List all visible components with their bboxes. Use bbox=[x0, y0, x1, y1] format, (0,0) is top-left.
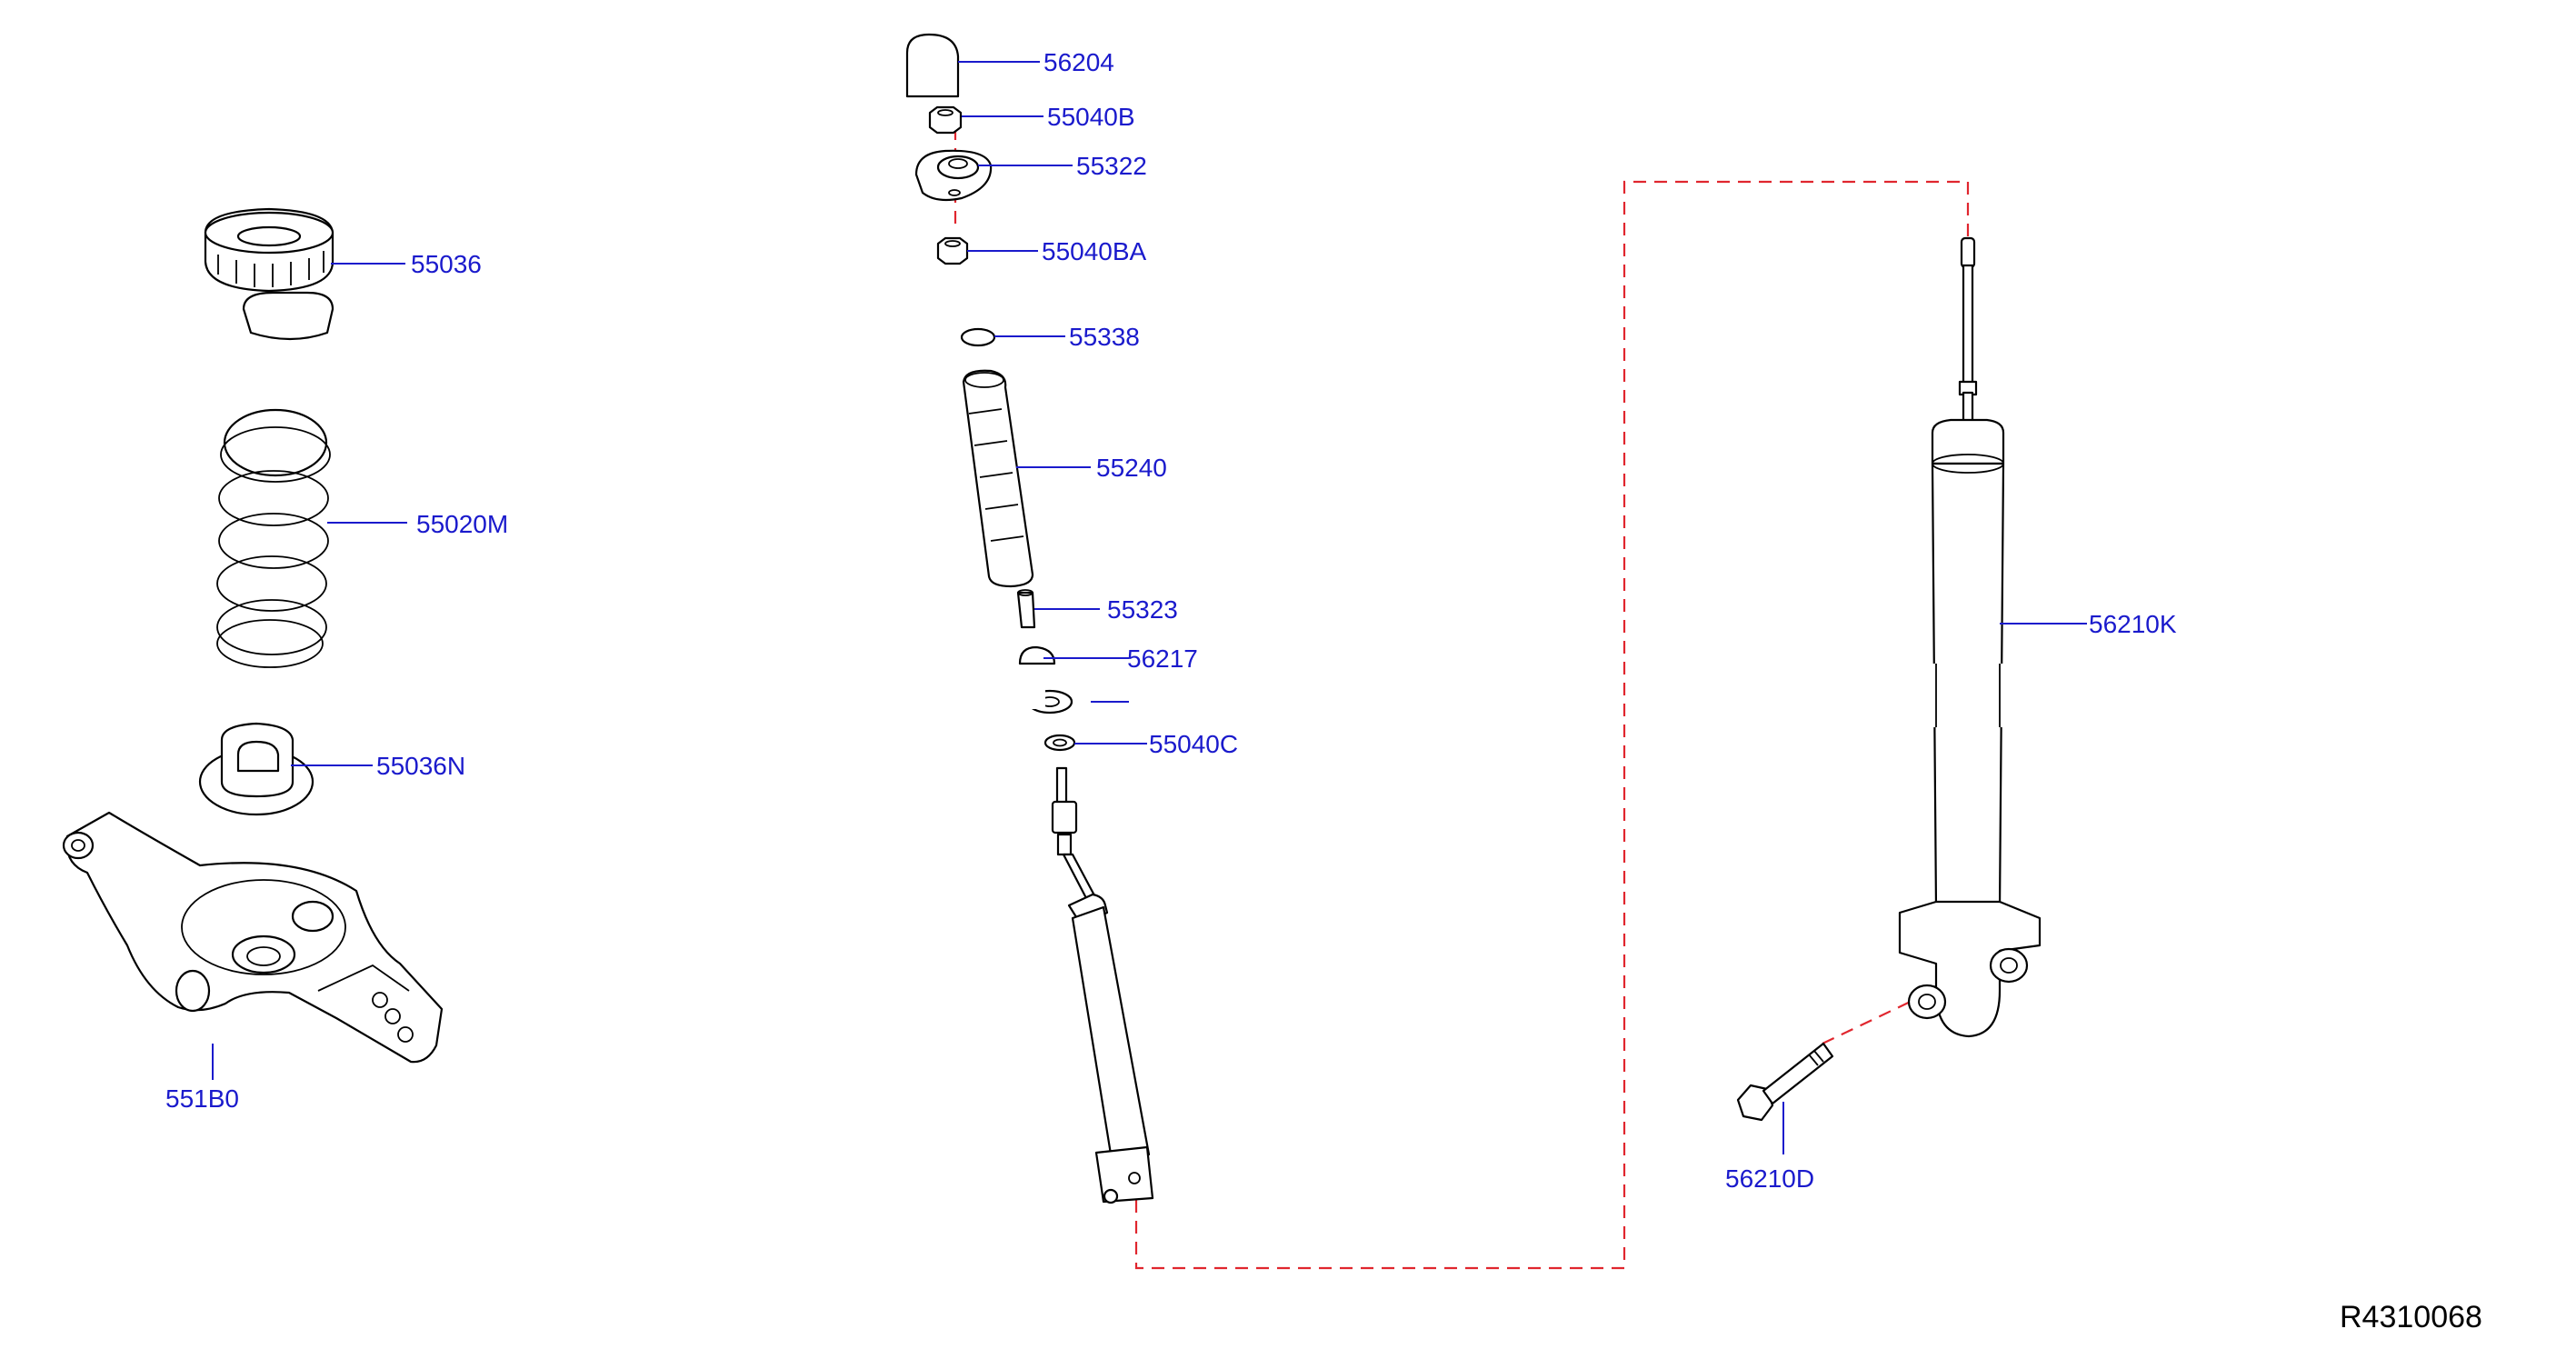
diagram-code: R4310068 bbox=[2340, 1300, 2482, 1334]
washer-55040C[interactable] bbox=[1043, 734, 1076, 752]
label-56204: 56204 bbox=[1043, 48, 1114, 76]
label-56217: 56217 bbox=[1127, 645, 1198, 673]
shock-absorber-assembly[interactable] bbox=[1051, 766, 1154, 1204]
cap-56204[interactable] bbox=[905, 33, 960, 98]
label-56210D: 56210D bbox=[1725, 1164, 1814, 1193]
label-55020M: 55020M bbox=[416, 510, 508, 538]
bump-56217[interactable] bbox=[1018, 645, 1056, 665]
seat-55036N[interactable] bbox=[198, 722, 315, 816]
washer-obscured[interactable] bbox=[1018, 687, 1073, 714]
shock-absorber-56210K[interactable] bbox=[1898, 236, 2042, 1038]
label-55040BA: 55040BA bbox=[1042, 237, 1147, 265]
label-55040C: 55040C bbox=[1149, 730, 1238, 758]
mount-55322[interactable] bbox=[914, 149, 993, 202]
part-labels: 56204 55040B 55322 55040BA 55338 55240 5… bbox=[165, 48, 2177, 1193]
label-55040B: 55040B bbox=[1047, 103, 1135, 131]
label-551B0: 551B0 bbox=[165, 1084, 239, 1113]
sleeve-55323[interactable] bbox=[1016, 589, 1036, 629]
leader-lines bbox=[212, 61, 2087, 1154]
boot-55240[interactable] bbox=[962, 369, 1034, 588]
label-55036N: 55036N bbox=[376, 752, 465, 780]
coil-spring-55020M[interactable] bbox=[216, 408, 331, 668]
nut-55040BA[interactable] bbox=[936, 236, 969, 265]
label-55338: 55338 bbox=[1069, 323, 1140, 351]
label-55322: 55322 bbox=[1076, 152, 1147, 180]
bolt-56210D[interactable] bbox=[1736, 1042, 1834, 1122]
ring-55338[interactable] bbox=[960, 327, 996, 347]
label-56210K: 56210K bbox=[2089, 610, 2177, 638]
control-arm-551B0[interactable] bbox=[62, 811, 444, 1064]
label-55323: 55323 bbox=[1107, 595, 1178, 624]
seat-55036[interactable] bbox=[204, 207, 334, 341]
nut-55040B[interactable] bbox=[928, 105, 963, 135]
label-55240: 55240 bbox=[1096, 454, 1167, 482]
label-55036: 55036 bbox=[411, 250, 482, 278]
